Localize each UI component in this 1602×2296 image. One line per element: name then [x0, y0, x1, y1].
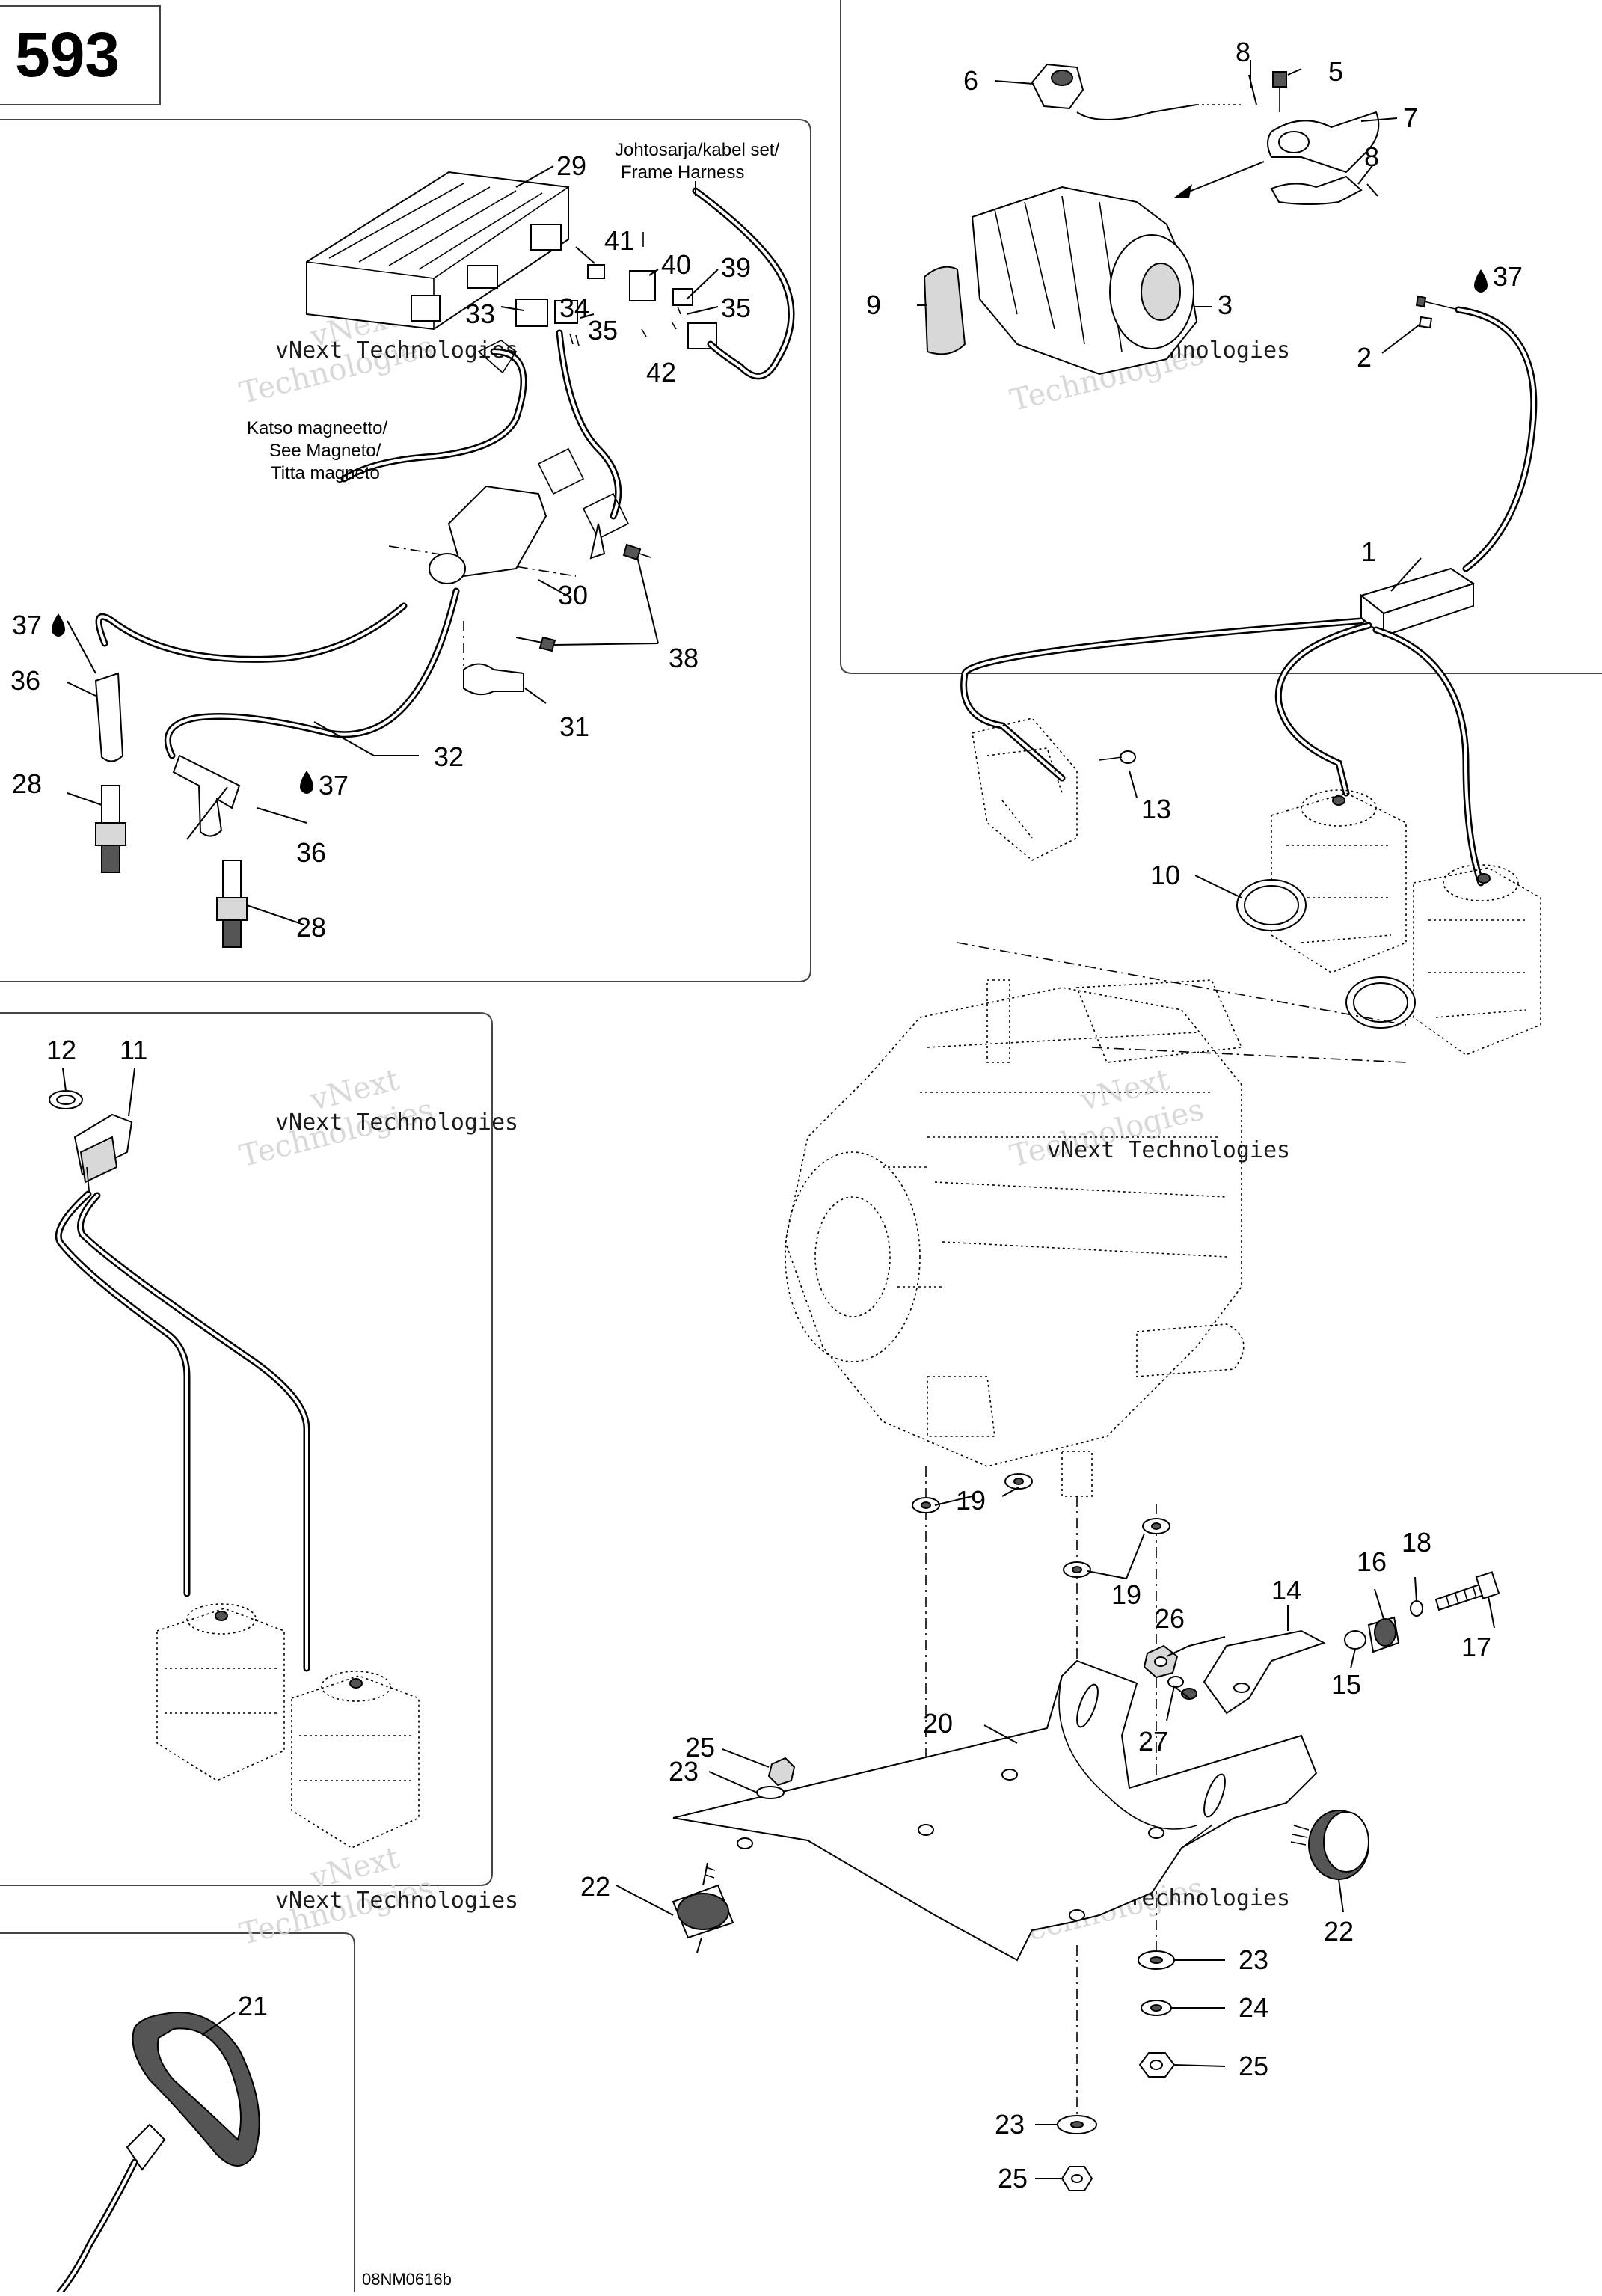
callout-7: 7 [1403, 102, 1418, 133]
frame-throttle-panel [840, 0, 1602, 674]
note-harness-line1: Johtosarja/kabel set/ [615, 140, 779, 160]
callout-30: 30 [558, 580, 588, 610]
page-number: 593 [15, 19, 120, 90]
callout-22-right: 22 [1324, 1916, 1354, 1947]
callout-28-right: 28 [296, 912, 326, 943]
tps-carburetors [156, 1603, 420, 1849]
frame-tps-panel [0, 1012, 493, 1886]
spark-plug-2 [216, 860, 248, 948]
ignition-panel [67, 165, 795, 948]
throttle-panel [917, 60, 1538, 638]
callout-33: 33 [465, 299, 495, 329]
note-harness-line2: Frame Harness [621, 162, 744, 183]
rubber-mount-right [1290, 1810, 1369, 1880]
callout-11: 11 [120, 1035, 147, 1065]
callout-12: 12 [46, 1035, 76, 1065]
callout-29: 29 [556, 150, 586, 181]
note-magneto-line3: Titta magneto [271, 463, 380, 483]
grip-panel [56, 2012, 260, 2296]
callout-37-left: 37 [12, 610, 42, 640]
drawing-code: 08NM0616b [362, 2270, 452, 2289]
callout-19-right: 19 [1111, 1579, 1141, 1610]
callout-10: 10 [1150, 860, 1180, 890]
cable-junction-block [1359, 567, 1476, 638]
callout-1: 1 [1361, 536, 1376, 567]
callout-23-bottom: 23 [995, 2109, 1025, 2140]
callout-31: 31 [559, 711, 589, 742]
oil-drop-icon-1 [1474, 269, 1488, 293]
callout-41: 41 [604, 225, 634, 256]
watermark-caption-5: vNext Technologies [275, 1888, 518, 1914]
watermark-caption-4: vNext Technologies [1047, 1137, 1290, 1163]
note-magneto-line1: Katso magneetto/ [247, 418, 387, 438]
callout-21: 21 [238, 1991, 268, 2021]
tps-panel [49, 1068, 420, 1849]
callout-24: 24 [1239, 1992, 1268, 2023]
engine-assembly [616, 617, 1541, 2191]
watermark-caption-3: vNext Technologies [275, 1109, 518, 1136]
callout-38: 38 [669, 643, 699, 673]
callout-8-right: 8 [1364, 141, 1379, 172]
callout-27: 27 [1138, 1726, 1168, 1757]
callout-23-right: 23 [1239, 1944, 1268, 1975]
callout-6: 6 [963, 65, 978, 96]
frame-grip-panel [0, 1932, 355, 2292]
throttle-housing [971, 186, 1198, 376]
callout-36-left: 36 [10, 665, 40, 696]
callout-23-top: 23 [669, 1756, 699, 1787]
engine-mount-plate [672, 1659, 1318, 1962]
callout-18: 18 [1402, 1527, 1431, 1558]
oil-drop-icon-2 [52, 613, 65, 637]
kill-switch [1031, 63, 1242, 120]
callout-35-left: 35 [588, 315, 618, 346]
callout-26: 26 [1155, 1603, 1185, 1634]
frame-ignition-panel [0, 119, 811, 982]
callout-19-left: 19 [956, 1485, 986, 1516]
page-number-box: 593 [0, 5, 161, 105]
harness-connectors [515, 232, 717, 349]
callout-39: 39 [721, 252, 751, 283]
callout-28-left: 28 [12, 768, 42, 799]
callout-14: 14 [1271, 1575, 1301, 1605]
callout-22-left: 22 [580, 1871, 610, 1902]
callout-42: 42 [646, 357, 676, 388]
callout-40: 40 [661, 249, 691, 280]
callout-13: 13 [1141, 794, 1171, 824]
ignition-coil [388, 447, 651, 584]
callout-5: 5 [1328, 56, 1343, 87]
callout-16: 16 [1357, 1546, 1387, 1577]
callout-8-top: 8 [1236, 37, 1250, 67]
carburetor-pair [1271, 789, 1541, 1056]
callout-35-right: 35 [721, 293, 751, 323]
callout-2: 2 [1357, 342, 1372, 373]
note-magneto-line2: See Magneto/ [269, 441, 381, 461]
callout-36-right: 36 [296, 837, 326, 868]
callout-25-bottom: 25 [998, 2163, 1028, 2194]
cdi-module [306, 171, 569, 331]
watermark-caption-1: vNext Technologies [275, 337, 518, 364]
callout-25-right: 25 [1239, 2051, 1268, 2081]
callout-32: 32 [434, 741, 464, 772]
rubber-mount-left [672, 1862, 734, 1953]
callout-17: 17 [1461, 1632, 1491, 1662]
oil-drop-icon-3 [300, 771, 313, 794]
callout-34: 34 [559, 293, 589, 323]
callout-25-top: 25 [685, 1732, 715, 1763]
callouts: 1 2 3 5 6 7 8 8 9 10 11 12 13 14 15 16 1… [10, 37, 1523, 2194]
callout-20: 20 [923, 1708, 953, 1739]
callout-3: 3 [1218, 290, 1233, 320]
callout-9: 9 [866, 290, 881, 320]
spark-plug-1 [95, 785, 126, 873]
callout-15: 15 [1331, 1669, 1361, 1700]
callout-37-top: 37 [1493, 261, 1523, 292]
engine-block [785, 979, 1245, 1497]
callout-37-mid: 37 [319, 770, 349, 800]
